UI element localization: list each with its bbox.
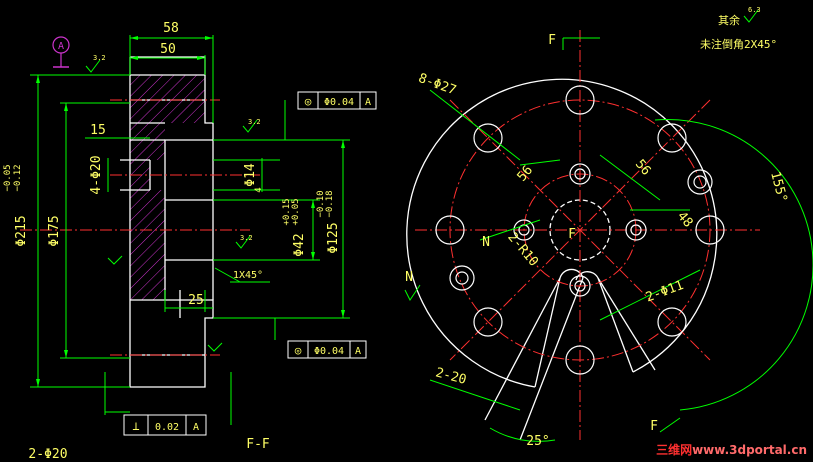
section-title: F-F [246, 437, 270, 452]
dim-2-phi11: 2-Φ11 [644, 278, 686, 305]
dim-2-20: 2-20 [434, 365, 468, 388]
arrow-label-n2: N [405, 270, 413, 285]
roughness-label-2: 3.2 [248, 118, 261, 126]
front-outline [406, 78, 718, 441]
hatched-section-upper [130, 75, 205, 160]
dim-4-label: 4 [254, 187, 264, 192]
datum-letter: A [58, 41, 64, 52]
fcf-bottom-value: Φ0.04 [314, 346, 344, 357]
bottom-note: 2-Φ20 [28, 447, 67, 462]
fcf-perp-datum: A [193, 422, 199, 433]
dim-phi14: Φ14 [243, 163, 258, 187]
dim-phi175: Φ175 [47, 215, 62, 246]
section-label-bottom: F [650, 419, 658, 434]
fcf-perp-symbol: ⊥ [132, 419, 139, 433]
arrow-label-n: N [482, 235, 490, 250]
tol-125-top: −0.10 [316, 190, 326, 217]
fcf-bottom-symbol: ◎ [295, 344, 302, 357]
fcf-top-symbol: ◎ [305, 95, 312, 108]
dim-15: 15 [90, 123, 106, 138]
watermark-part-b: www.3dportal.cn [692, 443, 807, 457]
dim-4-phi20: 4-Φ20 [89, 155, 104, 194]
fcf-top-value: Φ0.04 [324, 97, 354, 108]
watermark-part-a: 三维网 [656, 443, 693, 457]
dim-phi125: Φ125 [326, 222, 341, 253]
note-line-1: 其余 [718, 13, 740, 27]
roughness-label-1: 3.2 [93, 54, 106, 62]
tol-125-bot: −0.18 [325, 190, 335, 217]
section-centerlines [20, 99, 260, 356]
front-view: F F F N N 8-Φ27 56 56 48 2-R10 2-Φ11 2-2… [404, 6, 813, 449]
note-line-2: 未注倒角2X45° [700, 37, 777, 51]
section-label-top: F [548, 33, 556, 48]
dim-56-left: 56 [515, 163, 537, 185]
fcf-bottom: ◎ Φ0.04 A [287, 340, 367, 359]
dim-25: 25 [188, 293, 204, 308]
fcf-top: ◎ Φ0.04 A [297, 91, 377, 110]
watermark: 三维网www.3dportal.cn [656, 441, 807, 458]
chamfer-note: 1X45° [233, 270, 263, 281]
dim-2-r10: 2-R10 [504, 230, 541, 270]
dim-phi215: Φ215 [14, 215, 29, 246]
front-centerlines [415, 30, 760, 440]
fcf-bottom-datum: A [355, 346, 361, 357]
dim-phi42: Φ42 [292, 233, 307, 256]
fcf-perp-value: 0.02 [155, 422, 179, 433]
tol-215-bot: −0.12 [13, 164, 23, 191]
roughness-symbols [85, 59, 258, 352]
dim-angle-155: 155° [767, 170, 790, 204]
datum-a-symbol: A [52, 36, 70, 68]
note-roughness: 6.3 [748, 6, 761, 14]
section-view: A 3.2 3.2 3.2 ◎ Φ0.04 A ◎ [3, 21, 377, 462]
front-holes [435, 85, 725, 375]
dim-8-phi27: 8-Φ27 [416, 71, 458, 98]
tol-42-bot: +0.05 [291, 198, 301, 225]
surface-note: 其余 6.3 未注倒角2X45° [700, 6, 777, 51]
dim-50: 50 [160, 42, 176, 57]
section-arrowheads [36, 36, 345, 387]
dim-angle-25: 25° [526, 434, 549, 449]
center-label: F [568, 227, 576, 242]
fcf-top-datum: A [365, 97, 371, 108]
dim-48: 48 [674, 209, 696, 231]
tol-215-top: −0.05 [3, 164, 13, 191]
tol-42-top: +0.15 [282, 198, 292, 225]
roughness-label-3: 3.2 [240, 234, 253, 242]
section-dimension-lines [30, 35, 350, 425]
dim-58: 58 [163, 21, 179, 36]
fcf-perpendicularity: ⊥ 0.02 A [123, 414, 207, 436]
